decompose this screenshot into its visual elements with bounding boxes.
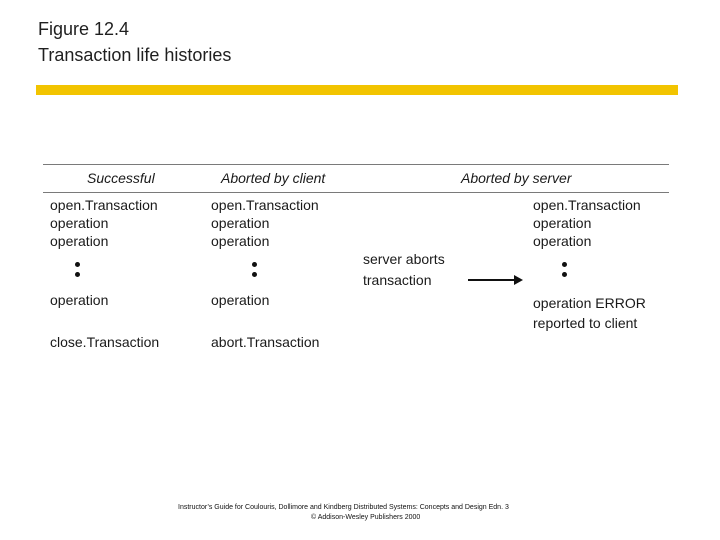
- table-header-rule: [43, 192, 669, 193]
- successful-open-line: open.Transaction: [50, 197, 158, 213]
- ellipsis-dot: [75, 272, 80, 277]
- client-open-line: open.Transaction: [211, 197, 319, 213]
- server-aborts-note-line-2: transaction: [363, 272, 432, 288]
- successful-operation-line-2: operation: [50, 233, 109, 249]
- server-error-note-line-2: reported to client: [533, 315, 638, 331]
- header-successful: Successful: [87, 170, 155, 186]
- table-top-rule: [43, 164, 669, 165]
- ellipsis-dot: [252, 262, 257, 267]
- server-open-line: open.Transaction: [533, 197, 641, 213]
- successful-final-operation: operation: [50, 292, 109, 308]
- successful-close-transaction: close.Transaction: [50, 334, 160, 350]
- server-operation-line-2: operation: [533, 233, 592, 249]
- ellipsis-dot: [562, 272, 567, 277]
- footer-copyright: © Addison-Wesley Publishers 2000: [311, 514, 421, 521]
- successful-operation-line-1: operation: [50, 215, 109, 231]
- client-operation-line-2: operation: [211, 233, 270, 249]
- accent-bar: [36, 85, 678, 95]
- ellipsis-dot: [252, 272, 257, 277]
- header-aborted-by-server: Aborted by server: [461, 170, 572, 186]
- ellipsis-dot: [562, 262, 567, 267]
- server-aborts-note-line-1: server aborts: [363, 251, 445, 267]
- figure-caption: Transaction life histories: [38, 45, 232, 65]
- client-abort-transaction: abort.Transaction: [211, 334, 320, 350]
- arrow: [468, 279, 516, 281]
- header-aborted-by-client: Aborted by client: [221, 170, 326, 186]
- client-operation-line-1: operation: [211, 215, 270, 231]
- ellipsis-dot: [75, 262, 80, 267]
- server-error-note-line-1: operation ERROR: [533, 295, 646, 311]
- footer-credit: Instructor’s Guide for Coulouris, Dollim…: [178, 504, 509, 511]
- arrow-head-icon: [514, 275, 523, 285]
- figure-number: Figure 12.4: [38, 19, 130, 39]
- server-operation-line-1: operation: [533, 215, 592, 231]
- client-final-operation: operation: [211, 292, 270, 308]
